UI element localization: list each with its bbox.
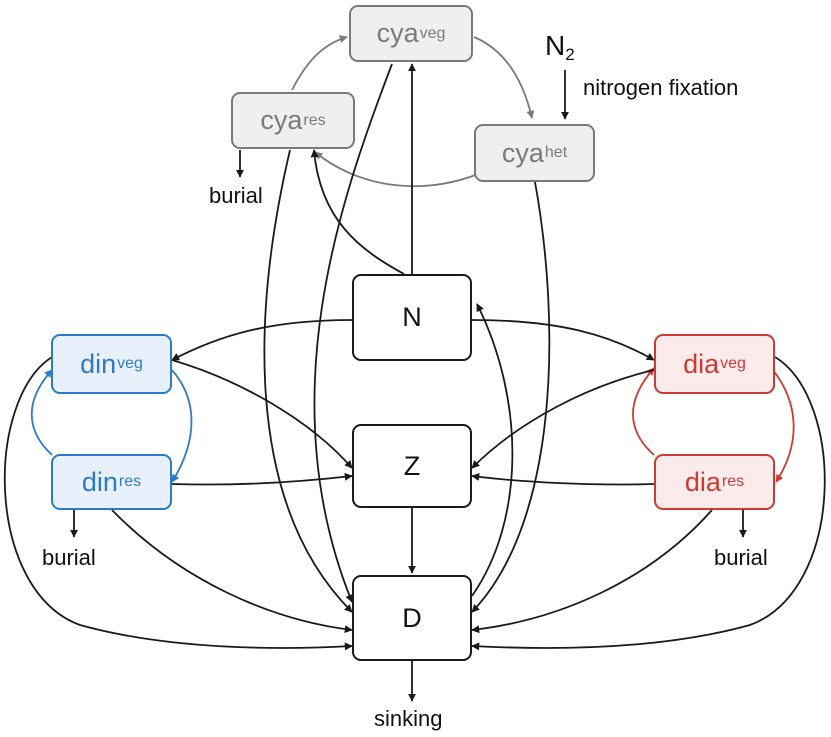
node-dia-res-base: dia (684, 466, 721, 497)
edge-diaveg-to-diares (772, 369, 795, 483)
node-din-veg-sub: veg (117, 355, 143, 372)
edge-d-to-n (471, 303, 514, 597)
node-cya-het-sub: het (544, 144, 568, 161)
edge-cyahet-to-cyares (314, 151, 489, 188)
label-burial-dia: burial (714, 545, 768, 570)
label-n2-sub: 2 (565, 45, 575, 64)
node-cya-veg-sub: veg (419, 24, 446, 42)
edge-cyahet-to-d (471, 181, 551, 613)
label-burial-din: burial (42, 545, 96, 570)
node-dia-veg-base: dia (683, 348, 720, 379)
node-z: Z (352, 424, 472, 508)
node-cya-res-base: cya (260, 105, 303, 135)
edge-diaveg-to-d (471, 356, 826, 651)
edge-diares-to-d (471, 509, 713, 634)
node-z-label: Z (403, 450, 421, 481)
label-sinking: sinking (374, 706, 443, 731)
node-cya-veg-base: cya (376, 18, 419, 48)
edge-dinveg-to-d (3, 356, 353, 651)
edge-cyares-to-d (263, 149, 353, 613)
node-cya-res-sub: res (303, 111, 326, 129)
edge-n-to-cyares (310, 149, 405, 275)
label-n2: N2 (545, 30, 575, 65)
node-din-veg-base: din (80, 348, 117, 379)
edge-dinres-to-d (111, 509, 353, 634)
node-din-res-base: din (81, 466, 118, 497)
edge-dinres-to-z (171, 472, 353, 486)
label-nitrogen-fixation: nitrogen fixation (583, 75, 739, 100)
label-n2-base: N (545, 30, 566, 61)
edge-cyaveg-to-cyahet (473, 36, 535, 119)
edge-n-to-diaveg (471, 319, 655, 361)
node-d-label: D (402, 602, 422, 633)
edge-cyares-to-cyaveg (291, 35, 348, 91)
edge-diares-to-z (471, 472, 655, 486)
label-burial-cya: burial (209, 183, 263, 208)
node-dia-veg-sub: veg (720, 355, 746, 372)
node-cya-het-base: cya (501, 137, 544, 168)
edge-diares-to-diaveg (632, 367, 655, 456)
node-d: D (352, 575, 472, 661)
edge-cyaveg-to-d (313, 63, 393, 603)
node-n: N (352, 274, 472, 361)
node-din-res-sub: res (118, 473, 142, 490)
edge-n-to-dinveg (171, 319, 353, 361)
node-n-label: N (402, 302, 422, 332)
edge-dinveg-to-z (171, 359, 353, 469)
edge-diaveg-to-z (471, 369, 655, 469)
edge-dinres-to-dinveg (31, 369, 53, 456)
edge-dinveg-to-dinres (171, 369, 193, 483)
node-dia-res-sub: res (721, 473, 745, 490)
